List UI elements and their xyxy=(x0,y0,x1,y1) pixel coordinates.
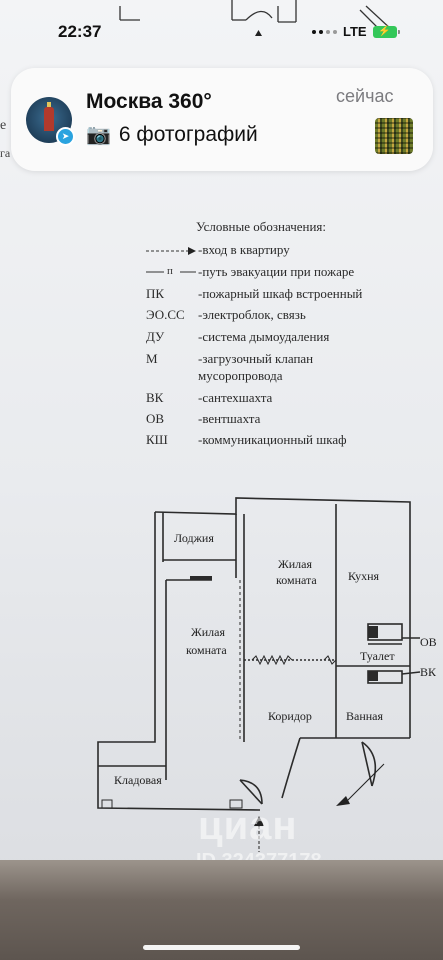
legend-description: -пожарный шкаф встроенный xyxy=(198,286,363,301)
legend-symbol: М xyxy=(146,351,158,366)
legend-title: Условные обозначения: xyxy=(196,219,327,234)
room-living2-line2: комната xyxy=(276,573,317,587)
label-vk: ВК xyxy=(420,665,437,679)
notification-title: Москва 360° xyxy=(86,90,212,113)
room-toilet: Туалет xyxy=(360,649,395,663)
legend-description-line2: мусоропровода xyxy=(198,368,283,383)
room-living1-line2: комната xyxy=(186,643,227,657)
legend-symbol: ДУ xyxy=(146,329,165,344)
camera-icon: 📷 xyxy=(86,124,111,146)
network-type: LTE xyxy=(343,24,367,39)
legend-description: -загрузочный клапан xyxy=(198,351,314,366)
home-indicator[interactable] xyxy=(143,945,300,950)
legend-row: ОВ -вентшахта xyxy=(146,411,436,429)
telegram-icon: ➤ xyxy=(56,127,75,146)
legend-symbol: ВК xyxy=(146,390,164,405)
notification-time: сейчас xyxy=(336,86,394,106)
photo-thumbnail[interactable] xyxy=(375,118,413,154)
label-ov: ОВ xyxy=(420,635,437,649)
legend-row: М -загрузочный клапан мусоропровода xyxy=(146,351,436,387)
legend-symbol: ПК xyxy=(146,286,165,301)
signal-icon xyxy=(312,29,337,34)
legend-symbol: КШ xyxy=(146,432,168,447)
side-text-1: е xyxy=(0,118,7,133)
evacuation-path-icon: п xyxy=(146,265,196,277)
legend-row: ЭО.СС -электроблок, связь xyxy=(146,307,436,325)
top-plan-fragment xyxy=(119,0,393,36)
battery-charging-icon: ⚡ xyxy=(372,25,400,38)
room-living1-line1: Жилая xyxy=(191,625,225,639)
notification-banner[interactable]: ➤ Москва 360° сейчас 📷 6 фотографий xyxy=(11,68,433,171)
room-bathroom: Ванная xyxy=(346,709,384,723)
legend-row: ВК -сантехшахта xyxy=(146,390,436,408)
legend-row: п -путь эвакуации при пожаре xyxy=(146,264,436,282)
notification-body: 📷 6 фотографий xyxy=(86,122,258,147)
legend-description: -электроблок, связь xyxy=(198,307,306,322)
evac-symbol-letter: п xyxy=(167,265,173,277)
status-indicators: LTE ⚡ xyxy=(312,24,400,39)
legend-row: ПК -пожарный шкаф встроенный xyxy=(146,286,436,304)
legend-symbol: ОВ xyxy=(146,411,165,426)
room-living2-line1: Жилая xyxy=(278,557,312,571)
legend-description: -вход в квартиру xyxy=(198,242,290,257)
legend-row: КШ -коммуникационный шкаф xyxy=(146,432,436,450)
legend-row: -вход в квартиру xyxy=(146,242,436,260)
legend-symbol: ЭО.СС xyxy=(146,307,185,322)
room-loggia: Лоджия xyxy=(174,531,214,545)
room-corridor: Коридор xyxy=(268,709,312,723)
status-time: 22:37 xyxy=(58,22,102,41)
notification-text: 6 фотографий xyxy=(118,122,258,146)
floor-plan: Лоджия Жилая комната Кухня Жилая комната… xyxy=(97,497,437,852)
legend-description: -сантехшахта xyxy=(198,390,273,405)
legend-row: ДУ -система дымоудаления xyxy=(146,329,436,347)
side-text-2: га xyxy=(0,146,11,160)
room-kitchen: Кухня xyxy=(348,569,380,583)
legend-description: -система дымоудаления xyxy=(198,329,330,344)
legend-description: -вентшахта xyxy=(198,411,261,426)
legend-description: -коммуникационный шкаф xyxy=(198,432,347,447)
cian-watermark: циан xyxy=(198,804,298,848)
background-surface xyxy=(0,860,443,960)
legend-description: -путь эвакуации при пожаре xyxy=(198,264,355,279)
room-storage: Кладовая xyxy=(114,773,162,787)
entrance-arrow-icon xyxy=(146,247,196,255)
